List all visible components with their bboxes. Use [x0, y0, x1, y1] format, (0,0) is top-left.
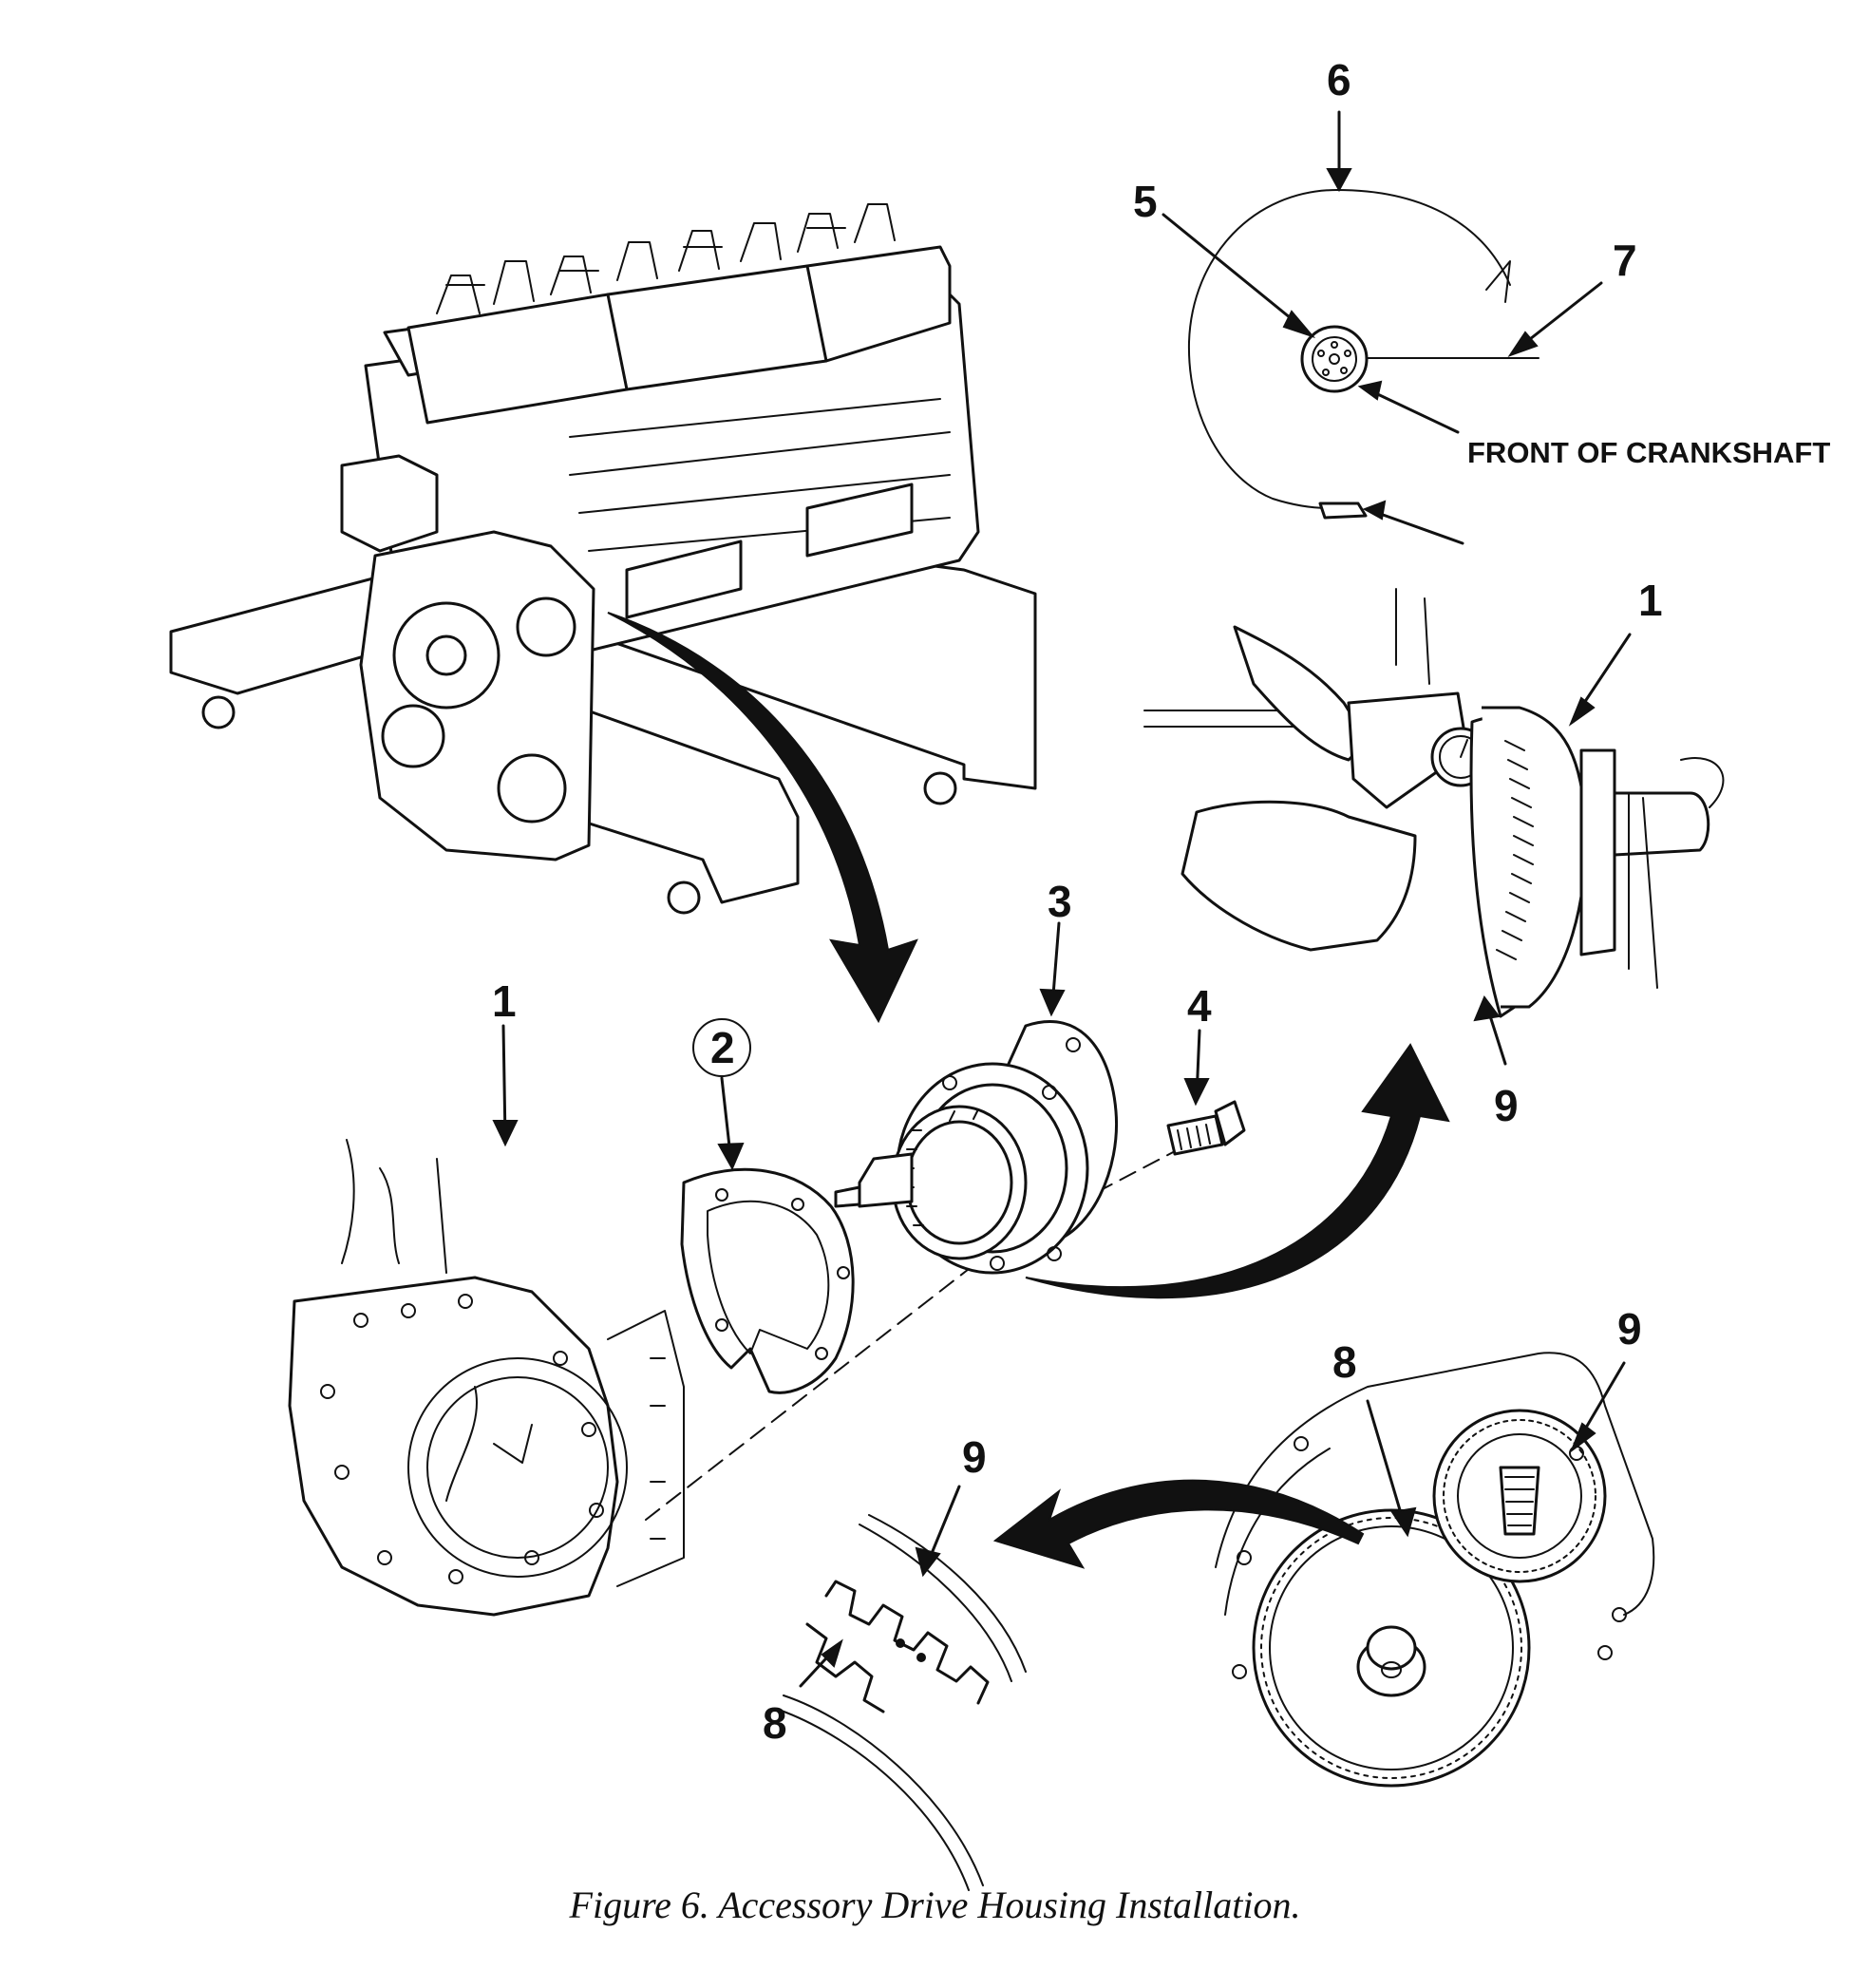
- callout-3: 3: [1048, 877, 1072, 926]
- gear-mesh-enlarged: [778, 1485, 1027, 1891]
- engine-block-illustration: [169, 203, 1037, 915]
- callout-1-right: 1: [1638, 576, 1663, 625]
- transition-arrow-up: [1025, 1043, 1450, 1299]
- exploded-parts: [288, 921, 1246, 1617]
- gear-mesh-detail: [1215, 1352, 1655, 1788]
- transition-arrow-left: [992, 1479, 1365, 1569]
- callout-8-mid: 8: [1332, 1337, 1357, 1387]
- callout-6: 6: [1327, 55, 1351, 104]
- callout-8-low: 8: [763, 1698, 787, 1748]
- callout-9-right: 9: [1617, 1304, 1642, 1354]
- callout-9-mid: 9: [1494, 1081, 1519, 1130]
- figure-caption: Figure 6. Accessory Drive Housing Instal…: [569, 1884, 1301, 1926]
- callout-7: 7: [1613, 236, 1637, 285]
- callout-4: 4: [1187, 981, 1212, 1031]
- callout-9-low: 9: [962, 1432, 987, 1482]
- front-of-crankshaft-label: FRONT OF CRANKSHAFT: [1467, 436, 1830, 469]
- backlash-check-illustration: [1143, 588, 1725, 1066]
- callout-2: 2: [710, 1023, 735, 1072]
- callout-5: 5: [1133, 177, 1158, 226]
- transition-arrow-down: [607, 612, 918, 1024]
- callout-1-left: 1: [492, 976, 517, 1026]
- crankshaft-timing-diagram: [1162, 110, 1603, 545]
